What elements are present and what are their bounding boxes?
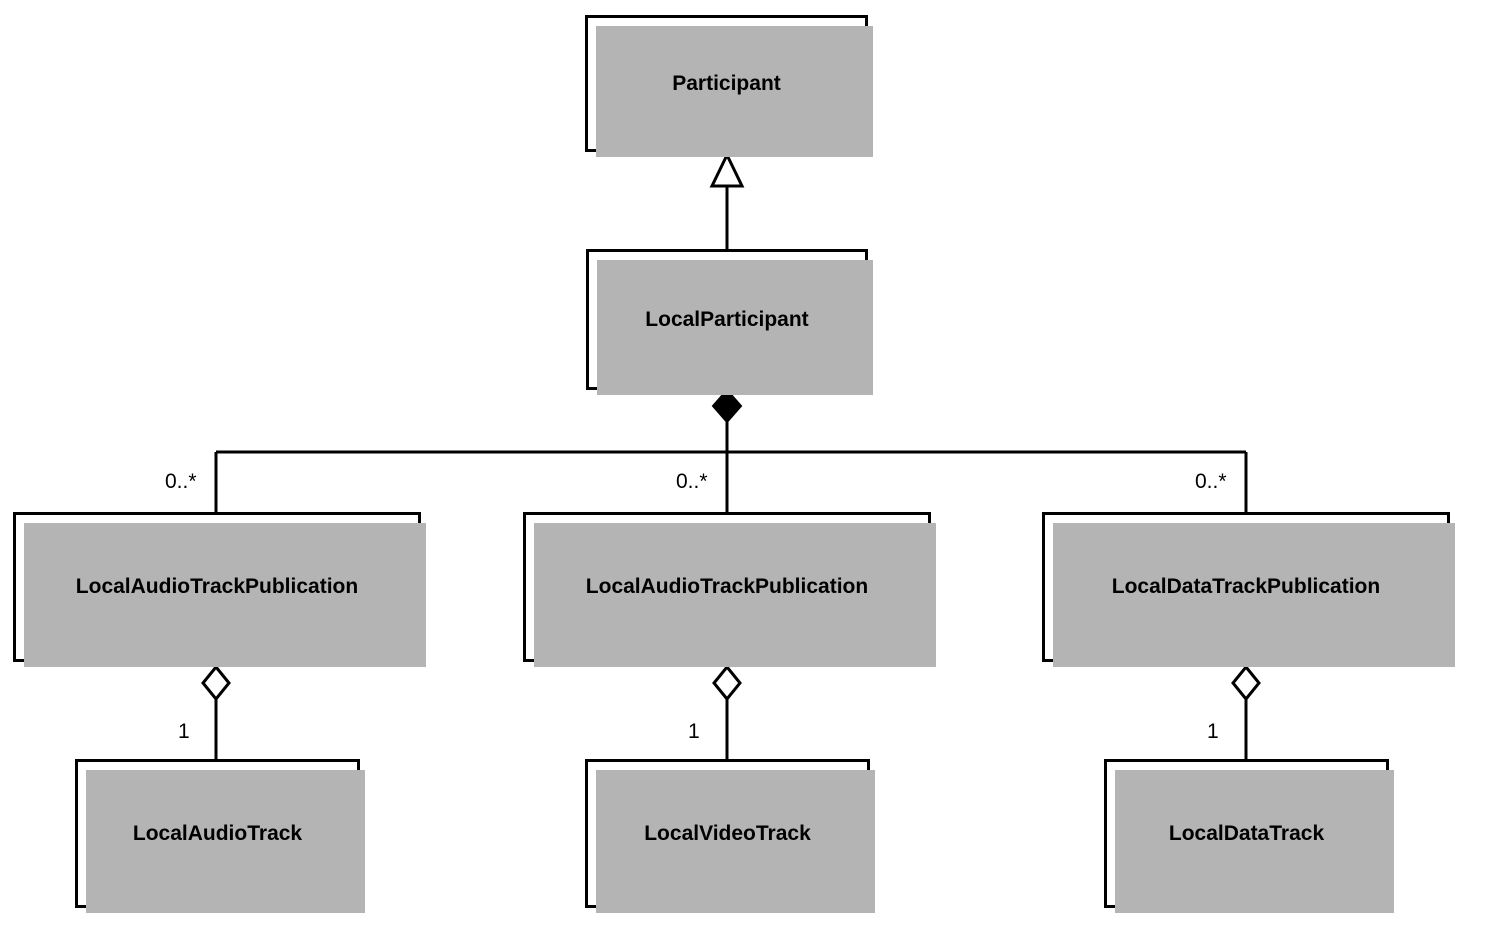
class-name-label: LocalParticipant <box>645 307 809 331</box>
class-box-local-audio-track-publication[interactable]: LocalAudioTrackPublication <box>13 512 426 667</box>
multiplicity-label-right-top: 0..* <box>1195 470 1227 493</box>
multiplicity-label-left-bottom: 1 <box>178 720 190 743</box>
hollow-diamond-icon <box>201 664 231 702</box>
class-box-participant[interactable]: Participant <box>585 15 873 157</box>
generalization-local-participant-to-participant <box>709 151 745 249</box>
class-name-label: LocalDataTrackPublication <box>1111 575 1381 599</box>
class-box-local-video-track[interactable]: LocalVideoTrack <box>585 759 875 913</box>
class-name-label: LocalAudioTrack <box>132 821 303 845</box>
multiplicity-label-right-bottom: 1 <box>1207 720 1219 743</box>
class-box-local-participant[interactable]: LocalParticipant <box>586 249 873 395</box>
aggregation-middle <box>712 664 742 759</box>
multiplicity-label-middle-bottom: 1 <box>688 720 700 743</box>
hollow-diamond-icon <box>1231 664 1261 702</box>
class-box-local-audio-track[interactable]: LocalAudioTrack <box>75 759 365 913</box>
multiplicity-label-left-top: 0..* <box>165 470 197 493</box>
class-name-label: Participant <box>672 71 781 95</box>
class-name-label: LocalVideoTrack <box>644 821 811 845</box>
hollow-diamond-icon <box>712 664 742 702</box>
class-box-local-audio-track-publication-2[interactable]: LocalAudioTrackPublication <box>523 512 936 667</box>
class-name-label: LocalAudioTrackPublication <box>75 575 359 599</box>
class-box-local-data-track[interactable]: LocalDataTrack <box>1104 759 1394 913</box>
aggregation-right <box>1231 664 1261 759</box>
class-name-label: LocalAudioTrackPublication <box>585 575 869 599</box>
aggregation-left <box>201 664 231 759</box>
class-name-label: LocalDataTrack <box>1168 821 1325 845</box>
multiplicity-label-middle-top: 0..* <box>676 470 708 493</box>
class-box-local-data-track-publication[interactable]: LocalDataTrackPublication <box>1042 512 1455 667</box>
hollow-triangle-arrowhead-icon <box>709 151 745 188</box>
composition-stem-local-participant <box>711 388 743 452</box>
